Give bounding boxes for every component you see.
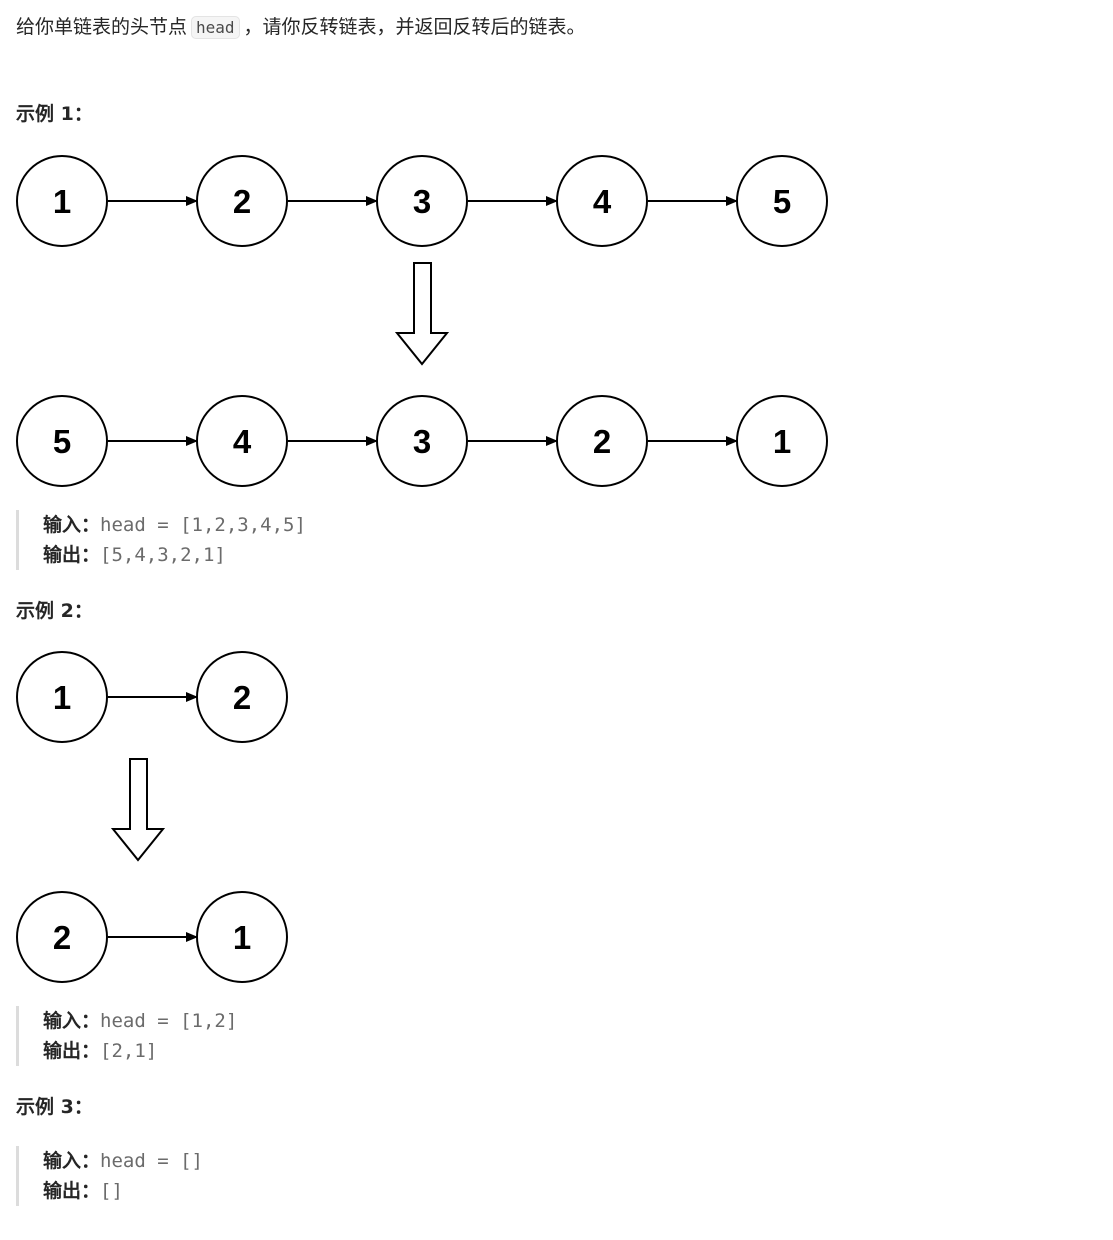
input-value: head = [] bbox=[100, 1150, 203, 1172]
node-value: 5 bbox=[773, 183, 791, 220]
list-node: 4 bbox=[556, 155, 648, 247]
output-line: 输出：[5,4,3,2,1] bbox=[43, 540, 306, 570]
input-line: 输入：head = [1,2,3,4,5] bbox=[43, 510, 306, 540]
example-2-title: 示例 2： bbox=[16, 600, 93, 622]
list-node: 3 bbox=[376, 395, 468, 487]
intro-text-after: ，请你反转链表，并返回反转后的链表。 bbox=[243, 16, 586, 38]
output-label: 输出： bbox=[43, 1180, 101, 1202]
example-1-diagram: 1 2 3 4 5 5 4 3 2 1 bbox=[16, 155, 828, 487]
node-value: 1 bbox=[53, 183, 71, 220]
output-label: 输出： bbox=[43, 544, 101, 566]
input-value: head = [1,2,3,4,5] bbox=[100, 514, 306, 536]
node-value: 4 bbox=[593, 183, 612, 220]
example-1-io: 输入：head = [1,2,3,4,5] 输出：[5,4,3,2,1] bbox=[16, 510, 306, 570]
output-value: [2,1] bbox=[100, 1040, 158, 1062]
example-1-title: 示例 1： bbox=[16, 103, 93, 125]
list-node: 1 bbox=[16, 651, 108, 743]
list-node: 2 bbox=[196, 155, 288, 247]
node-value: 1 bbox=[53, 679, 71, 716]
node-value: 2 bbox=[593, 423, 611, 460]
output-value: [5,4,3,2,1] bbox=[100, 544, 226, 566]
node-value: 1 bbox=[773, 423, 791, 460]
list-node: 4 bbox=[196, 395, 288, 487]
list-node: 2 bbox=[196, 651, 288, 743]
list-node: 2 bbox=[556, 395, 648, 487]
output-line: 输出：[] bbox=[43, 1176, 203, 1206]
list-node: 1 bbox=[16, 155, 108, 247]
list-node: 5 bbox=[16, 395, 108, 487]
node-value: 2 bbox=[53, 919, 71, 956]
intro-text-before: 给你单链表的头节点 bbox=[16, 16, 188, 38]
list-node: 1 bbox=[196, 891, 288, 983]
node-value: 4 bbox=[233, 423, 252, 460]
reverse-down-arrow bbox=[394, 262, 450, 366]
output-label: 输出： bbox=[43, 1040, 101, 1062]
node-value: 2 bbox=[233, 679, 251, 716]
input-line: 输入：head = [1,2] bbox=[43, 1006, 237, 1036]
input-label: 输入： bbox=[43, 1010, 101, 1032]
node-value: 3 bbox=[413, 183, 431, 220]
example-3-io: 输入：head = [] 输出：[] bbox=[16, 1146, 203, 1206]
list-node: 3 bbox=[376, 155, 468, 247]
output-value: [] bbox=[100, 1180, 123, 1202]
node-value: 3 bbox=[413, 423, 431, 460]
example-3-title: 示例 3： bbox=[16, 1096, 93, 1118]
node-value: 5 bbox=[53, 423, 71, 460]
reverse-down-arrow bbox=[110, 758, 166, 862]
input-label: 输入： bbox=[43, 1150, 101, 1172]
list-node: 5 bbox=[736, 155, 828, 247]
example-2-diagram: 1 2 2 1 bbox=[16, 651, 288, 983]
node-value: 2 bbox=[233, 183, 251, 220]
node-value: 1 bbox=[233, 919, 251, 956]
input-label: 输入： bbox=[43, 514, 101, 536]
list-node: 1 bbox=[736, 395, 828, 487]
inline-code-head: head bbox=[191, 16, 240, 39]
input-line: 输入：head = [] bbox=[43, 1146, 203, 1176]
input-value: head = [1,2] bbox=[100, 1010, 238, 1032]
list-node: 2 bbox=[16, 891, 108, 983]
output-line: 输出：[2,1] bbox=[43, 1036, 237, 1066]
example-2-io: 输入：head = [1,2] 输出：[2,1] bbox=[16, 1006, 237, 1066]
